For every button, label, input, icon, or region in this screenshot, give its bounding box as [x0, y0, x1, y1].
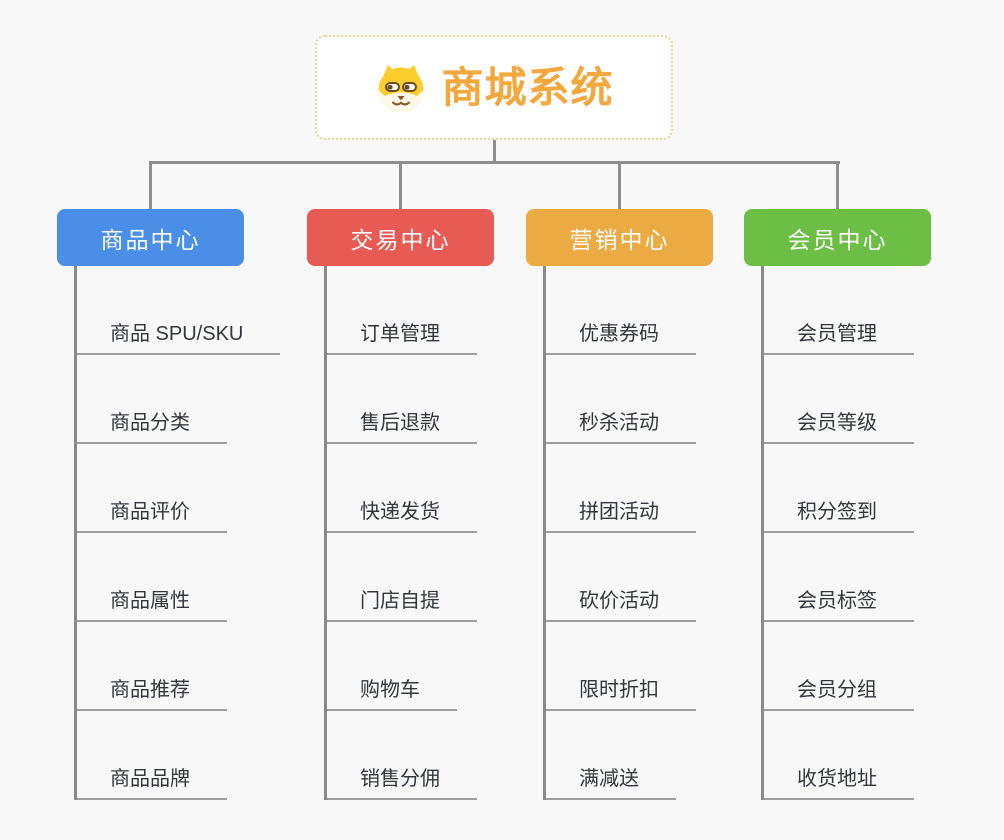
leaf-label[interactable]: 快递发货 [327, 502, 477, 533]
leaf-node: 商品分类 [77, 355, 280, 444]
children-list-trade-center: 订单管理售后退款快递发货门店自提购物车销售分佣 [324, 266, 477, 800]
leaf-label[interactable]: 积分签到 [764, 502, 914, 533]
leaf-node: 门店自提 [327, 533, 477, 622]
leaf-node: 限时折扣 [546, 622, 696, 711]
dog-face-icon [374, 63, 428, 113]
leaf-node: 积分签到 [764, 444, 914, 533]
leaf-node: 拼团活动 [546, 444, 696, 533]
leaf-node: 收货地址 [764, 711, 914, 800]
leaf-label[interactable]: 会员等级 [764, 413, 914, 444]
leaf-node: 订单管理 [327, 266, 477, 355]
connector-drop-trade [399, 161, 402, 209]
leaf-label[interactable]: 商品品牌 [77, 769, 227, 800]
leaf-node: 售后退款 [327, 355, 477, 444]
root-title: 商城系统 [441, 63, 614, 111]
leaf-node: 快递发货 [327, 444, 477, 533]
branch-header-member-center[interactable]: 会员中心 [744, 209, 931, 266]
branch-trade-center: 交易中心 订单管理售后退款快递发货门店自提购物车销售分佣 [307, 209, 494, 800]
leaf-label[interactable]: 商品 SPU/SKU [77, 324, 281, 355]
leaf-label[interactable]: 会员分组 [764, 680, 914, 711]
children-list-product-center: 商品 SPU/SKU 商品分类商品评价商品属性商品推荐商品品牌 [74, 266, 281, 800]
branch-marketing-center: 营销中心 优惠券码秒杀活动拼团活动砍价活动限时折扣满减送 [526, 209, 713, 800]
leaf-label[interactable]: 门店自提 [327, 591, 477, 622]
leaf-node: 销售分佣 [327, 711, 477, 800]
branch-header-product-center[interactable]: 商品中心 [57, 209, 244, 266]
connector-drop-marketing [618, 161, 621, 209]
leaf-label[interactable]: 商品评价 [77, 502, 227, 533]
leaf-label[interactable]: 售后退款 [327, 413, 477, 444]
branch-product-center: 商品中心 商品 SPU/SKU 商品分类商品评价商品属性商品推荐商品品牌 [57, 209, 281, 800]
leaf-label[interactable]: 秒杀活动 [546, 413, 696, 444]
leaf-label[interactable]: 优惠券码 [546, 324, 696, 355]
branch-header-marketing-center[interactable]: 营销中心 [526, 209, 713, 266]
root-node[interactable]: 商城系统 [315, 35, 673, 140]
connector-root-stem [493, 140, 496, 163]
branch-member-center: 会员中心 会员管理会员等级积分签到会员标签会员分组收货地址 [744, 209, 931, 800]
leaf-label[interactable]: 商品推荐 [77, 680, 227, 711]
leaf-label[interactable]: 订单管理 [327, 324, 477, 355]
leaf-label[interactable]: 收货地址 [764, 769, 914, 800]
leaf-label[interactable]: 商品属性 [77, 591, 227, 622]
leaf-node: 商品评价 [77, 444, 280, 533]
connector-drop-product [149, 161, 152, 209]
leaf-node: 会员管理 [764, 266, 914, 355]
leaf-label[interactable]: 限时折扣 [546, 680, 696, 711]
children-list-member-center: 会员管理会员等级积分签到会员标签会员分组收货地址 [761, 266, 914, 800]
leaf-node: 满减送 [546, 711, 696, 800]
leaf-label[interactable]: 会员管理 [764, 324, 914, 355]
leaf-label[interactable]: 购物车 [327, 680, 457, 711]
leaf-label[interactable]: 会员标签 [764, 591, 914, 622]
leaf-node: 砍价活动 [546, 533, 696, 622]
leaf-node: 商品推荐 [77, 622, 280, 711]
connector-rail [149, 161, 840, 164]
leaf-node: 会员等级 [764, 355, 914, 444]
leaf-label[interactable]: 商品分类 [77, 413, 227, 444]
branch-header-trade-center[interactable]: 交易中心 [307, 209, 494, 266]
leaf-node: 商品 SPU/SKU [77, 266, 281, 355]
leaf-node: 会员分组 [764, 622, 914, 711]
leaf-node: 优惠券码 [546, 266, 696, 355]
leaf-label[interactable]: 拼团活动 [546, 502, 696, 533]
connector-drop-member [836, 161, 839, 209]
children-list-marketing-center: 优惠券码秒杀活动拼团活动砍价活动限时折扣满减送 [543, 266, 696, 800]
leaf-node: 购物车 [327, 622, 477, 711]
leaf-node: 商品属性 [77, 533, 280, 622]
leaf-node: 会员标签 [764, 533, 914, 622]
leaf-label[interactable]: 砍价活动 [546, 591, 696, 622]
leaf-node: 秒杀活动 [546, 355, 696, 444]
leaf-label[interactable]: 满减送 [546, 769, 676, 800]
leaf-label[interactable]: 销售分佣 [327, 769, 477, 800]
leaf-node: 商品品牌 [77, 711, 280, 800]
